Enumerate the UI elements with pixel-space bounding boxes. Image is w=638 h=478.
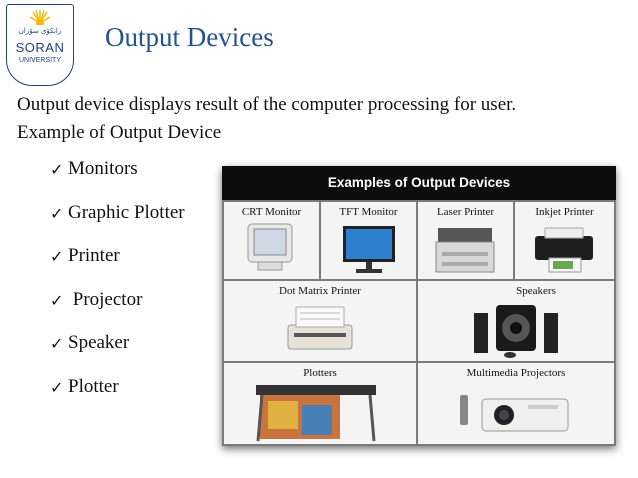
speakers-cell: Speakers xyxy=(418,281,614,361)
crt-monitor-cell: CRT Monitor xyxy=(224,202,319,279)
soran-university-logo: زانكۆی سۆران SORAN UNIVERSITY xyxy=(6,4,74,86)
cell-label: Inkjet Printer xyxy=(535,206,594,218)
inkjet-printer-icon xyxy=(535,227,593,273)
output-devices-panel: Examples of Output Devices CRT Monitor T… xyxy=(222,166,616,446)
cell-label: Laser Printer xyxy=(436,206,495,218)
speakers-icon xyxy=(474,305,558,358)
laser-printer-cell: Laser Printer xyxy=(418,202,513,279)
logo-subtitle: UNIVERSITY xyxy=(18,57,61,64)
dot-matrix-printer-icon xyxy=(287,306,353,350)
slide-title: Output Devices xyxy=(105,22,274,52)
example-heading: Example of Output Device xyxy=(17,122,222,143)
logo-name: SORAN xyxy=(15,40,65,55)
list-item-label: Projector xyxy=(68,288,143,310)
projector-icon xyxy=(460,395,569,432)
cell-label: Dot Matrix Printer xyxy=(279,285,361,297)
list-item: ✓ Projector xyxy=(50,289,185,333)
plotter-icon xyxy=(256,385,376,442)
crt-monitor-icon xyxy=(247,223,293,271)
device-grid: CRT Monitor TFT Monitor Laser Printer xyxy=(222,200,616,446)
cell-label: Speakers xyxy=(516,285,556,297)
list-item-label: Plotter xyxy=(68,375,119,397)
list-item: ✓Plotter xyxy=(50,376,185,420)
logo-arabic-text: زانكۆی سۆران xyxy=(18,27,62,35)
cell-label: Multimedia Projectors xyxy=(466,367,566,379)
device-list: ✓Monitors ✓Graphic Plotter ✓Printer ✓ Pr… xyxy=(50,158,185,420)
check-icon: ✓ xyxy=(50,203,64,223)
list-item-label: Printer xyxy=(68,245,120,267)
list-item: ✓Printer xyxy=(50,245,185,289)
panel-heading: Examples of Output Devices xyxy=(222,166,616,200)
multimedia-projectors-cell: Multimedia Projectors xyxy=(418,363,614,444)
tft-monitor-cell: TFT Monitor xyxy=(321,202,416,279)
list-item: ✓Graphic Plotter xyxy=(50,202,185,246)
laser-printer-icon xyxy=(435,228,495,273)
dot-matrix-printer-cell: Dot Matrix Printer xyxy=(224,281,416,361)
check-icon: ✓ xyxy=(50,377,64,397)
list-item-label: Monitors xyxy=(68,158,138,179)
inkjet-printer-cell: Inkjet Printer xyxy=(515,202,614,279)
cell-label: Plotters xyxy=(303,367,337,379)
check-icon: ✓ xyxy=(50,160,64,179)
tft-monitor-icon xyxy=(343,226,395,273)
sun-icon xyxy=(29,10,51,25)
list-item: ✓Monitors xyxy=(50,158,185,202)
check-icon: ✓ xyxy=(50,247,64,267)
list-item: ✓Speaker xyxy=(50,332,185,376)
list-item-label: Speaker xyxy=(68,332,130,354)
cell-label: TFT Monitor xyxy=(339,206,398,218)
definition-text: Output device displays result of the com… xyxy=(17,94,517,115)
check-icon: ✓ xyxy=(50,290,64,310)
check-icon: ✓ xyxy=(50,334,64,354)
list-item-label: Graphic Plotter xyxy=(68,201,185,223)
cell-label: CRT Monitor xyxy=(241,206,302,218)
plotters-cell: Plotters xyxy=(224,363,416,444)
